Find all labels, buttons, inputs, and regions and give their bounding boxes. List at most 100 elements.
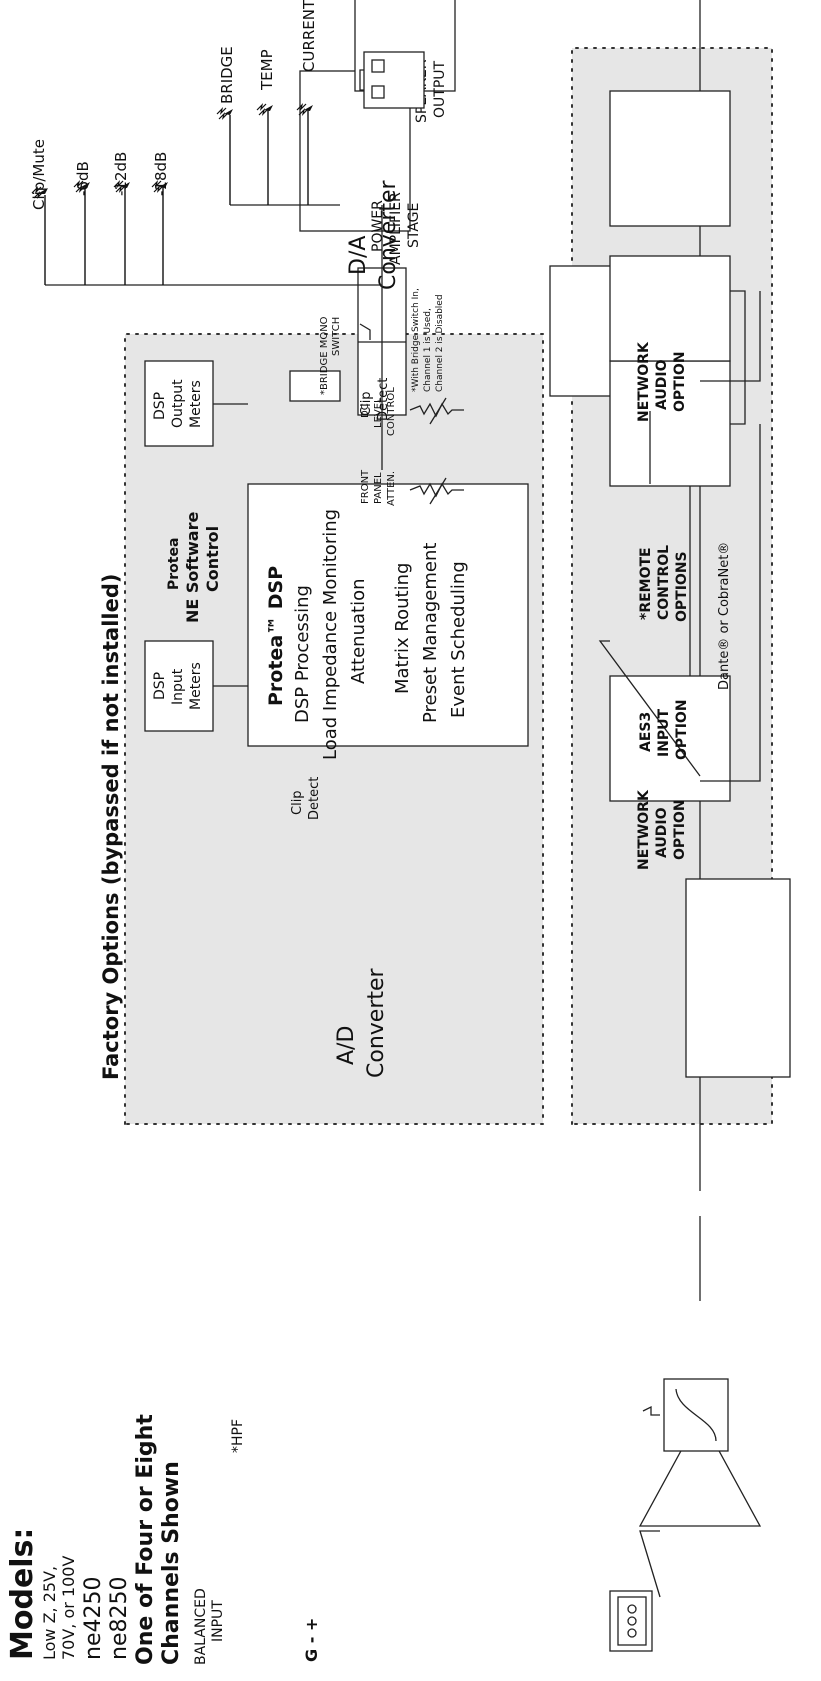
channels-note-line2: Channels Shown xyxy=(159,1461,184,1665)
ad-converter-box xyxy=(685,878,791,1078)
da-label2: Converter xyxy=(376,179,401,290)
dsp-input-meters-line1: DSP xyxy=(152,672,168,700)
hpf-switch-icon xyxy=(642,1405,660,1416)
temp-led-icon xyxy=(256,103,274,116)
upright-lines xyxy=(31,51,464,505)
wire-network-1 xyxy=(700,424,761,782)
network-audio-1-line3: OPTION xyxy=(672,351,688,412)
hpf-curve xyxy=(675,1388,717,1442)
bridge-note-line3: Channel 2 is Disabled xyxy=(435,294,445,392)
remote-control-line2: CONTROL xyxy=(656,545,672,620)
indicator-6db: -6dB xyxy=(74,161,92,196)
protea-control-line3: Control xyxy=(203,526,222,592)
dc-level-pot xyxy=(409,402,464,418)
front-panel-pot xyxy=(409,482,464,498)
dc-level-line1: DC xyxy=(360,403,371,418)
protea-control-line2: NE Software xyxy=(183,512,202,623)
indicator-18db: -18dB xyxy=(152,152,170,196)
protea-dsp-line1: DSP Processing xyxy=(292,585,313,723)
network-audio-2-line2: AUDIO xyxy=(654,807,670,858)
input-label1: BALANCED xyxy=(193,1588,209,1665)
clip-detect-in-line1: Clip xyxy=(290,790,305,815)
input-label2: INPUT xyxy=(210,1600,226,1642)
wire-input-amp xyxy=(639,1530,661,1598)
wire-aes3 xyxy=(598,640,701,777)
protea-dsp-line6: Event Scheduling xyxy=(448,561,469,718)
protea-control-line1: Protea xyxy=(166,538,182,590)
front-panel-line1: FRONT xyxy=(360,469,371,504)
network-audio-option-box-2 xyxy=(609,255,731,362)
aes3-option-box xyxy=(609,675,731,802)
input-pin-minus xyxy=(627,1616,637,1626)
indicator-current: CURRENT xyxy=(300,0,318,72)
clip-detect-in-line2: Detect xyxy=(307,777,322,820)
protea-dsp-line2: Load Impedance Monitoring xyxy=(320,509,341,760)
bridge-switch-line2: SWITCH xyxy=(331,317,342,356)
speaker-pin-2 xyxy=(371,85,385,99)
protea-dsp-line5: Preset Management xyxy=(420,543,441,723)
protea-dsp-line3: Attenuation xyxy=(348,578,369,684)
network-audio-1-line1: NETWORK xyxy=(636,341,652,422)
bridge-note-line1: *With Bridge Switch In, xyxy=(411,288,421,392)
aes3-line3: OPTION xyxy=(674,699,690,760)
input-pins: G - + xyxy=(302,1618,321,1662)
amp-stage-line3: STAGE xyxy=(406,203,422,248)
network-audio-2-line3: OPTION xyxy=(672,799,688,860)
remote-control-line3: OPTIONS xyxy=(674,551,690,622)
hpf-label: *HPF xyxy=(230,1419,246,1453)
dsp-input-meters-line3: Meters xyxy=(188,662,204,710)
bridge-switch-lever xyxy=(359,323,371,340)
dsp-output-meters-line3: Meters xyxy=(188,380,204,428)
models-line1: Low Z, 25V, xyxy=(40,1566,59,1660)
network-audio-1-line2: AUDIO xyxy=(654,359,670,410)
remote-control-options-box xyxy=(609,90,731,227)
front-panel-line3: ATTEN. xyxy=(386,471,397,506)
dc-level-line3: CONTROL xyxy=(386,387,397,436)
upright-text: Models: Low Z, 25V, 70V, or 100V ne4250 … xyxy=(5,0,732,1665)
dante-label: Dante® or CobraNet® xyxy=(717,542,732,690)
wire-dante-link xyxy=(730,290,746,425)
ad-label1: A/D xyxy=(334,1026,359,1065)
speaker-pin-1 xyxy=(371,59,385,73)
amp-stage-line1: POWER xyxy=(370,200,386,252)
clip-detect-out-line1: Clip xyxy=(359,391,374,416)
dc-level-line2: LEVEL xyxy=(373,397,384,428)
models-heading: Models: xyxy=(5,1528,40,1660)
input-pin-g xyxy=(627,1628,637,1638)
clip-detect-out-line2: Detect xyxy=(376,378,391,421)
models-line2: 70V, or 100V xyxy=(59,1556,78,1660)
ad-label2: Converter xyxy=(364,967,389,1078)
front-panel-arrow xyxy=(429,477,447,505)
rotated-drawing xyxy=(124,0,791,1652)
protea-dsp-box xyxy=(247,483,529,747)
dc-level-arrow xyxy=(429,397,447,425)
front-panel-line2: PANEL xyxy=(373,472,384,504)
bridge-mono-switch-box xyxy=(289,370,341,402)
remote-control-line1: *REMOTE xyxy=(638,547,654,620)
speaker-output-line2: OUTPUT xyxy=(432,60,448,118)
protea-dsp-line4: Matrix Routing xyxy=(392,563,413,694)
aes3-line2: INPUT xyxy=(656,708,672,757)
bridge-note-line2: Channel 1 is Used, xyxy=(423,308,433,392)
speaker-latch xyxy=(359,69,364,91)
protea-dsp-title: Protea™ DSP xyxy=(265,566,287,706)
factory-options-title: Factory Options (bypassed if not install… xyxy=(99,574,123,1080)
network-audio-2-line1: NETWORK xyxy=(636,789,652,870)
da-label1: D/A xyxy=(346,236,371,275)
indicator-temp: TEMP xyxy=(258,49,276,91)
input-pin-plus xyxy=(627,1604,637,1614)
amp-stage-line2: AMPLIFIER xyxy=(388,192,404,265)
dsp-input-meters-line2: Input xyxy=(170,668,186,705)
network-audio-option-box-1 xyxy=(609,360,731,487)
channels-note-line1: One of Four or Eight xyxy=(133,1414,158,1665)
input-amplifier xyxy=(638,1414,762,1527)
dsp-output-meters-line1: DSP xyxy=(152,392,168,420)
dsp-output-meters-line2: Output xyxy=(170,379,186,428)
wire-network-2 xyxy=(700,291,761,382)
model-ne8250: ne8250 xyxy=(107,1577,132,1660)
model-ne4250: ne4250 xyxy=(81,1577,106,1660)
aes3-line1: AES3 xyxy=(638,712,654,752)
bridge-switch-line1: *BRIDGE MONO xyxy=(319,316,330,395)
